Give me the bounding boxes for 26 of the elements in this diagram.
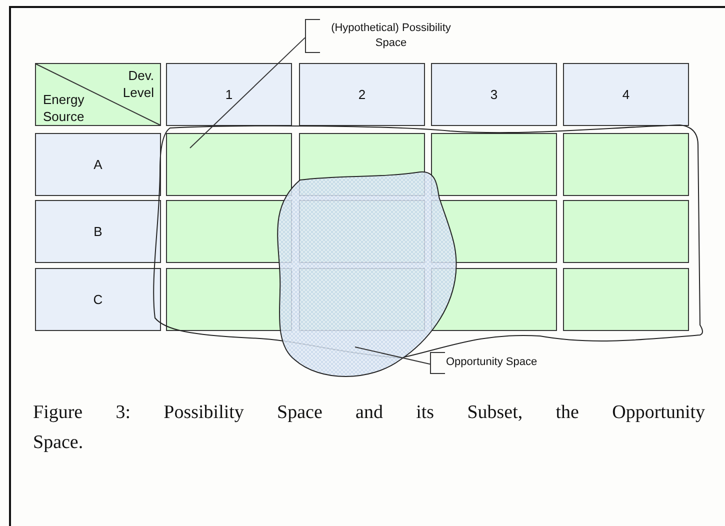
grid-cell [431,133,557,196]
column-header-cell [431,63,557,126]
row-header-cell [35,268,161,331]
grid-cell [563,200,689,263]
column-header-cell [166,63,292,126]
column-header-cell [299,63,425,126]
header-label: Energy Source [43,91,86,125]
column-header-cell [563,63,689,126]
figure-caption: Figure 3: Possibility Space and its Subset, the Opportunity Space. [33,401,705,455]
cell-label: A [94,157,102,172]
callout-label: Opportunity Space [446,355,538,370]
grid-cell [563,268,689,331]
leader-line [354,346,430,365]
row-header-cell [35,200,161,263]
grid-cell [563,133,689,196]
cell-label: 3 [490,87,498,102]
callout-label: (Hypothetical) Possibility Space [330,21,452,51]
cell-label: 4 [622,87,630,102]
cell-label: 1 [225,87,233,102]
cell-label: B [94,224,102,239]
cell-label: C [93,292,103,307]
header-label: Dev. Level [122,67,154,101]
grid-cell [166,133,292,196]
row-header-cell [35,133,161,196]
cell-label: 2 [358,87,366,102]
leader-line [190,37,306,148]
